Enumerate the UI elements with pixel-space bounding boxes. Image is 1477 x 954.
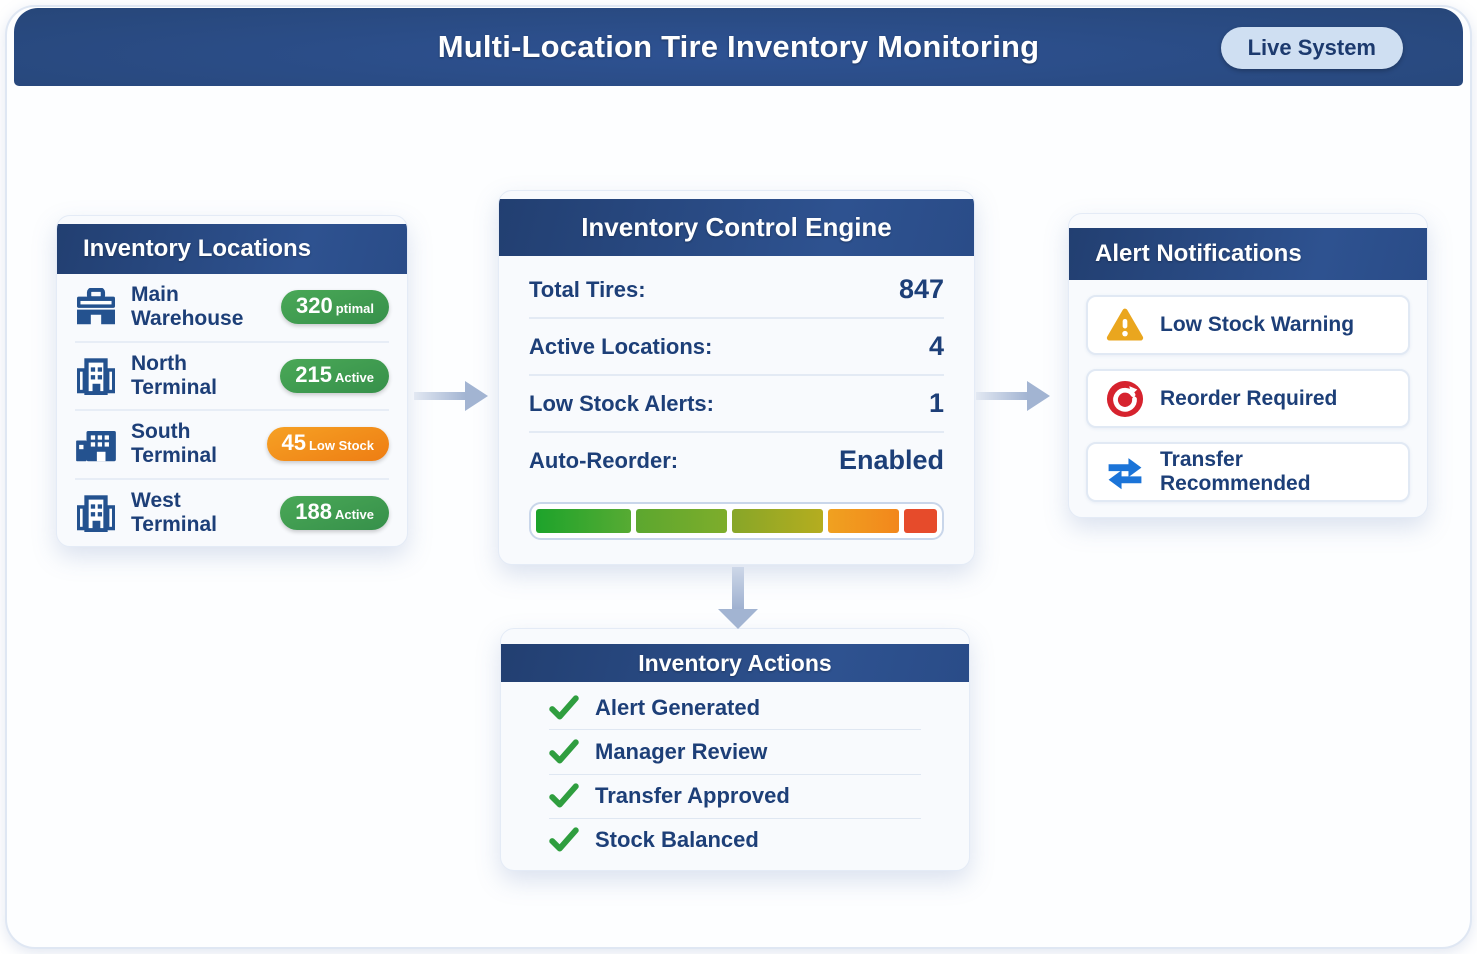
action-list: Alert Generated Manager Review Transfer …	[501, 682, 969, 870]
alert-list: Low Stock Warning Reorder Required Trans…	[1069, 280, 1427, 517]
alert-card[interactable]: Reorder Required	[1086, 368, 1410, 429]
reorder-icon	[1106, 380, 1144, 418]
location-name: Main Warehouse	[131, 283, 244, 331]
alert-label: Reorder Required	[1160, 386, 1338, 410]
engine-stat-row: Active Locations: 4	[529, 319, 944, 376]
capacity-segment	[828, 509, 900, 533]
action-row: Alert Generated	[549, 686, 921, 731]
stock-count: 320	[295, 293, 333, 319]
location-list: Main Warehouse 320 ptimal North Terminal…	[57, 274, 407, 546]
stock-count: 45	[281, 430, 306, 456]
stat-label: Active Locations:	[529, 333, 713, 359]
capacity-segment	[732, 509, 824, 533]
flow-arrow-down-engine-to-actions	[718, 567, 758, 629]
stat-value: 4	[928, 331, 944, 361]
stock-status: ptimal	[335, 301, 374, 317]
location-row: Main Warehouse 320 ptimal	[75, 274, 389, 343]
building-icon	[75, 494, 117, 532]
stock-status: Active	[334, 369, 374, 385]
stock-count: 188	[295, 498, 332, 524]
alert-label: Low Stock Warning	[1160, 312, 1355, 336]
location-name: West Terminal	[131, 488, 217, 536]
stock-badge: 215 Active	[280, 358, 389, 393]
alert-card[interactable]: Transfer Recommended	[1086, 442, 1410, 503]
location-row: North Terminal 215 Active	[75, 343, 389, 411]
action-label: Stock Balanced	[595, 827, 759, 853]
warehouse-icon	[75, 288, 117, 326]
engine-stat-row: Low Stock Alerts: 1	[529, 376, 944, 433]
stock-badge: 320 ptimal	[280, 290, 389, 325]
stat-label: Auto-Reorder:	[529, 447, 679, 473]
stock-badge: 45 Low Stock	[266, 427, 389, 462]
panel-title-inventory-locations: Inventory Locations	[57, 224, 407, 274]
stock-status: Active	[334, 506, 374, 522]
engine-stat-row: Total Tires: 847	[529, 262, 944, 319]
inventory-actions-panel: Inventory Actions Alert Generated Manage…	[500, 628, 970, 871]
stat-value: 847	[898, 274, 944, 304]
alert-notifications-panel: Alert Notifications Low Stock Warning Re…	[1068, 213, 1428, 518]
header-bar: Multi-Location Tire Inventory Monitoring…	[14, 8, 1463, 86]
panel-title-inventory-actions: Inventory Actions	[501, 644, 969, 682]
page-title: Multi-Location Tire Inventory Monitoring	[437, 29, 1040, 64]
engine-stats: Total Tires: 847 Active Locations: 4 Low…	[499, 256, 974, 488]
action-row: Stock Balanced	[549, 819, 921, 862]
capacity-segment	[536, 509, 631, 533]
action-label: Manager Review	[595, 738, 768, 764]
building-icon	[75, 357, 117, 395]
engine-stat-row: Auto-Reorder: Enabled	[529, 433, 944, 488]
check-icon	[549, 739, 579, 765]
capacity-segment	[904, 509, 937, 533]
stat-value: Enabled	[838, 445, 944, 475]
capacity-bar	[529, 502, 944, 540]
stock-status: Low Stock	[308, 438, 374, 454]
flow-arrow-right-engine-to-alerts	[976, 381, 1050, 411]
action-label: Alert Generated	[595, 694, 761, 720]
action-row: Manager Review	[549, 730, 921, 775]
inventory-control-engine-panel: Inventory Control Engine Total Tires: 84…	[498, 190, 975, 565]
flow-arrow-right-locations-to-engine	[414, 381, 488, 411]
warning-icon	[1106, 306, 1144, 344]
stat-label: Low Stock Alerts:	[529, 390, 714, 416]
location-row: South Terminal 45 Low Stock	[75, 411, 389, 480]
stat-label: Total Tires:	[529, 276, 646, 302]
live-system-badge: Live System	[1220, 27, 1403, 69]
stock-count: 215	[295, 361, 332, 387]
panel-title-inventory-control-engine: Inventory Control Engine	[499, 199, 974, 256]
check-icon	[549, 695, 579, 721]
stat-value: 1	[928, 388, 944, 418]
alert-label: Transfer Recommended	[1160, 448, 1311, 496]
action-row: Transfer Approved	[549, 775, 921, 819]
action-label: Transfer Approved	[595, 783, 790, 809]
factory-icon	[75, 425, 117, 463]
stock-badge: 188 Active	[280, 495, 389, 530]
transfer-icon	[1106, 453, 1144, 491]
alert-card[interactable]: Low Stock Warning	[1086, 295, 1410, 355]
location-name: North Terminal	[131, 351, 217, 399]
panel-title-alert-notifications: Alert Notifications	[1069, 228, 1427, 280]
location-name: South Terminal	[131, 420, 217, 468]
check-icon	[549, 827, 579, 853]
location-row: West Terminal 188 Active	[75, 480, 389, 547]
inventory-locations-panel: Inventory Locations Main Warehouse 320 p…	[56, 215, 408, 547]
check-icon	[549, 783, 579, 809]
capacity-segment	[636, 509, 728, 533]
